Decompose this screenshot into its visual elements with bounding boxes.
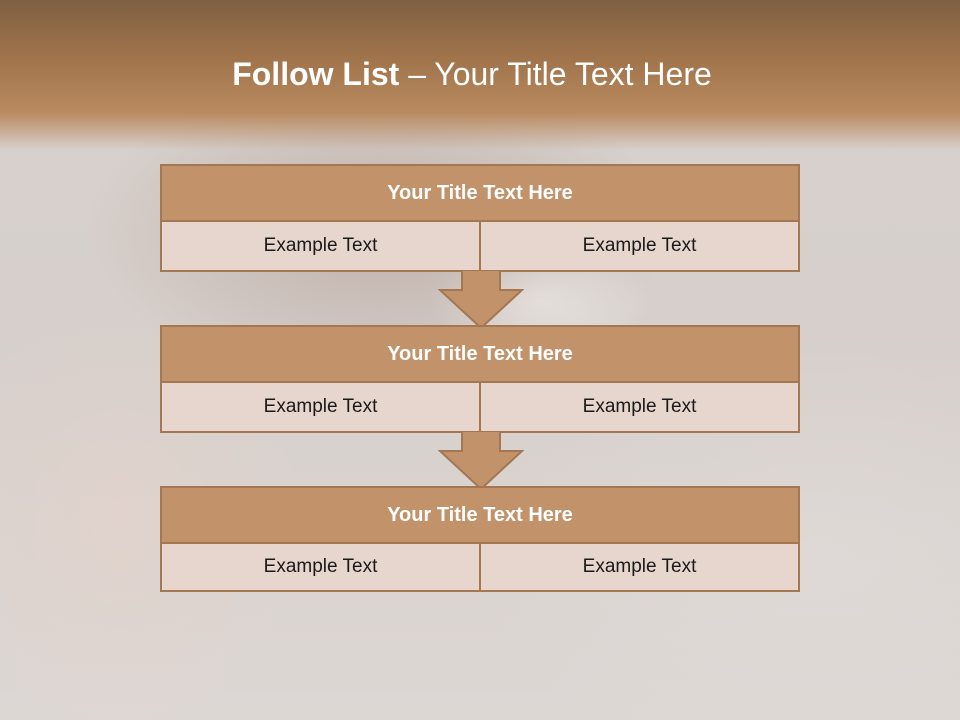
down-arrow-icon (438, 270, 524, 330)
block-row: Example Text Example Text (162, 544, 798, 590)
title-rest: Your Title Text Here (434, 56, 712, 92)
list-block-1: Your Title Text Here Example Text Exampl… (160, 164, 800, 272)
block-title: Your Title Text Here (162, 327, 798, 383)
block-cell-right: Example Text (479, 544, 798, 590)
block-row: Example Text Example Text (162, 383, 798, 431)
block-cell-left: Example Text (263, 396, 378, 417)
list-block-2: Your Title Text Here Example Text Exampl… (160, 325, 800, 433)
title-separator: – (408, 56, 426, 92)
block-title: Your Title Text Here (162, 488, 798, 544)
block-cell-left: Example Text (263, 556, 378, 577)
list-block-3: Your Title Text Here Example Text Exampl… (160, 486, 800, 592)
header-band (0, 0, 960, 150)
title-strong: Follow List (232, 56, 400, 92)
block-title: Your Title Text Here (162, 166, 798, 222)
block-cell-left: Example Text (263, 235, 378, 256)
slide-title: Follow List – Your Title Text Here (0, 56, 952, 93)
block-cell-right: Example Text (479, 222, 798, 270)
down-arrow-icon (438, 431, 524, 491)
block-row: Example Text Example Text (162, 222, 798, 270)
block-cell-right: Example Text (479, 383, 798, 431)
